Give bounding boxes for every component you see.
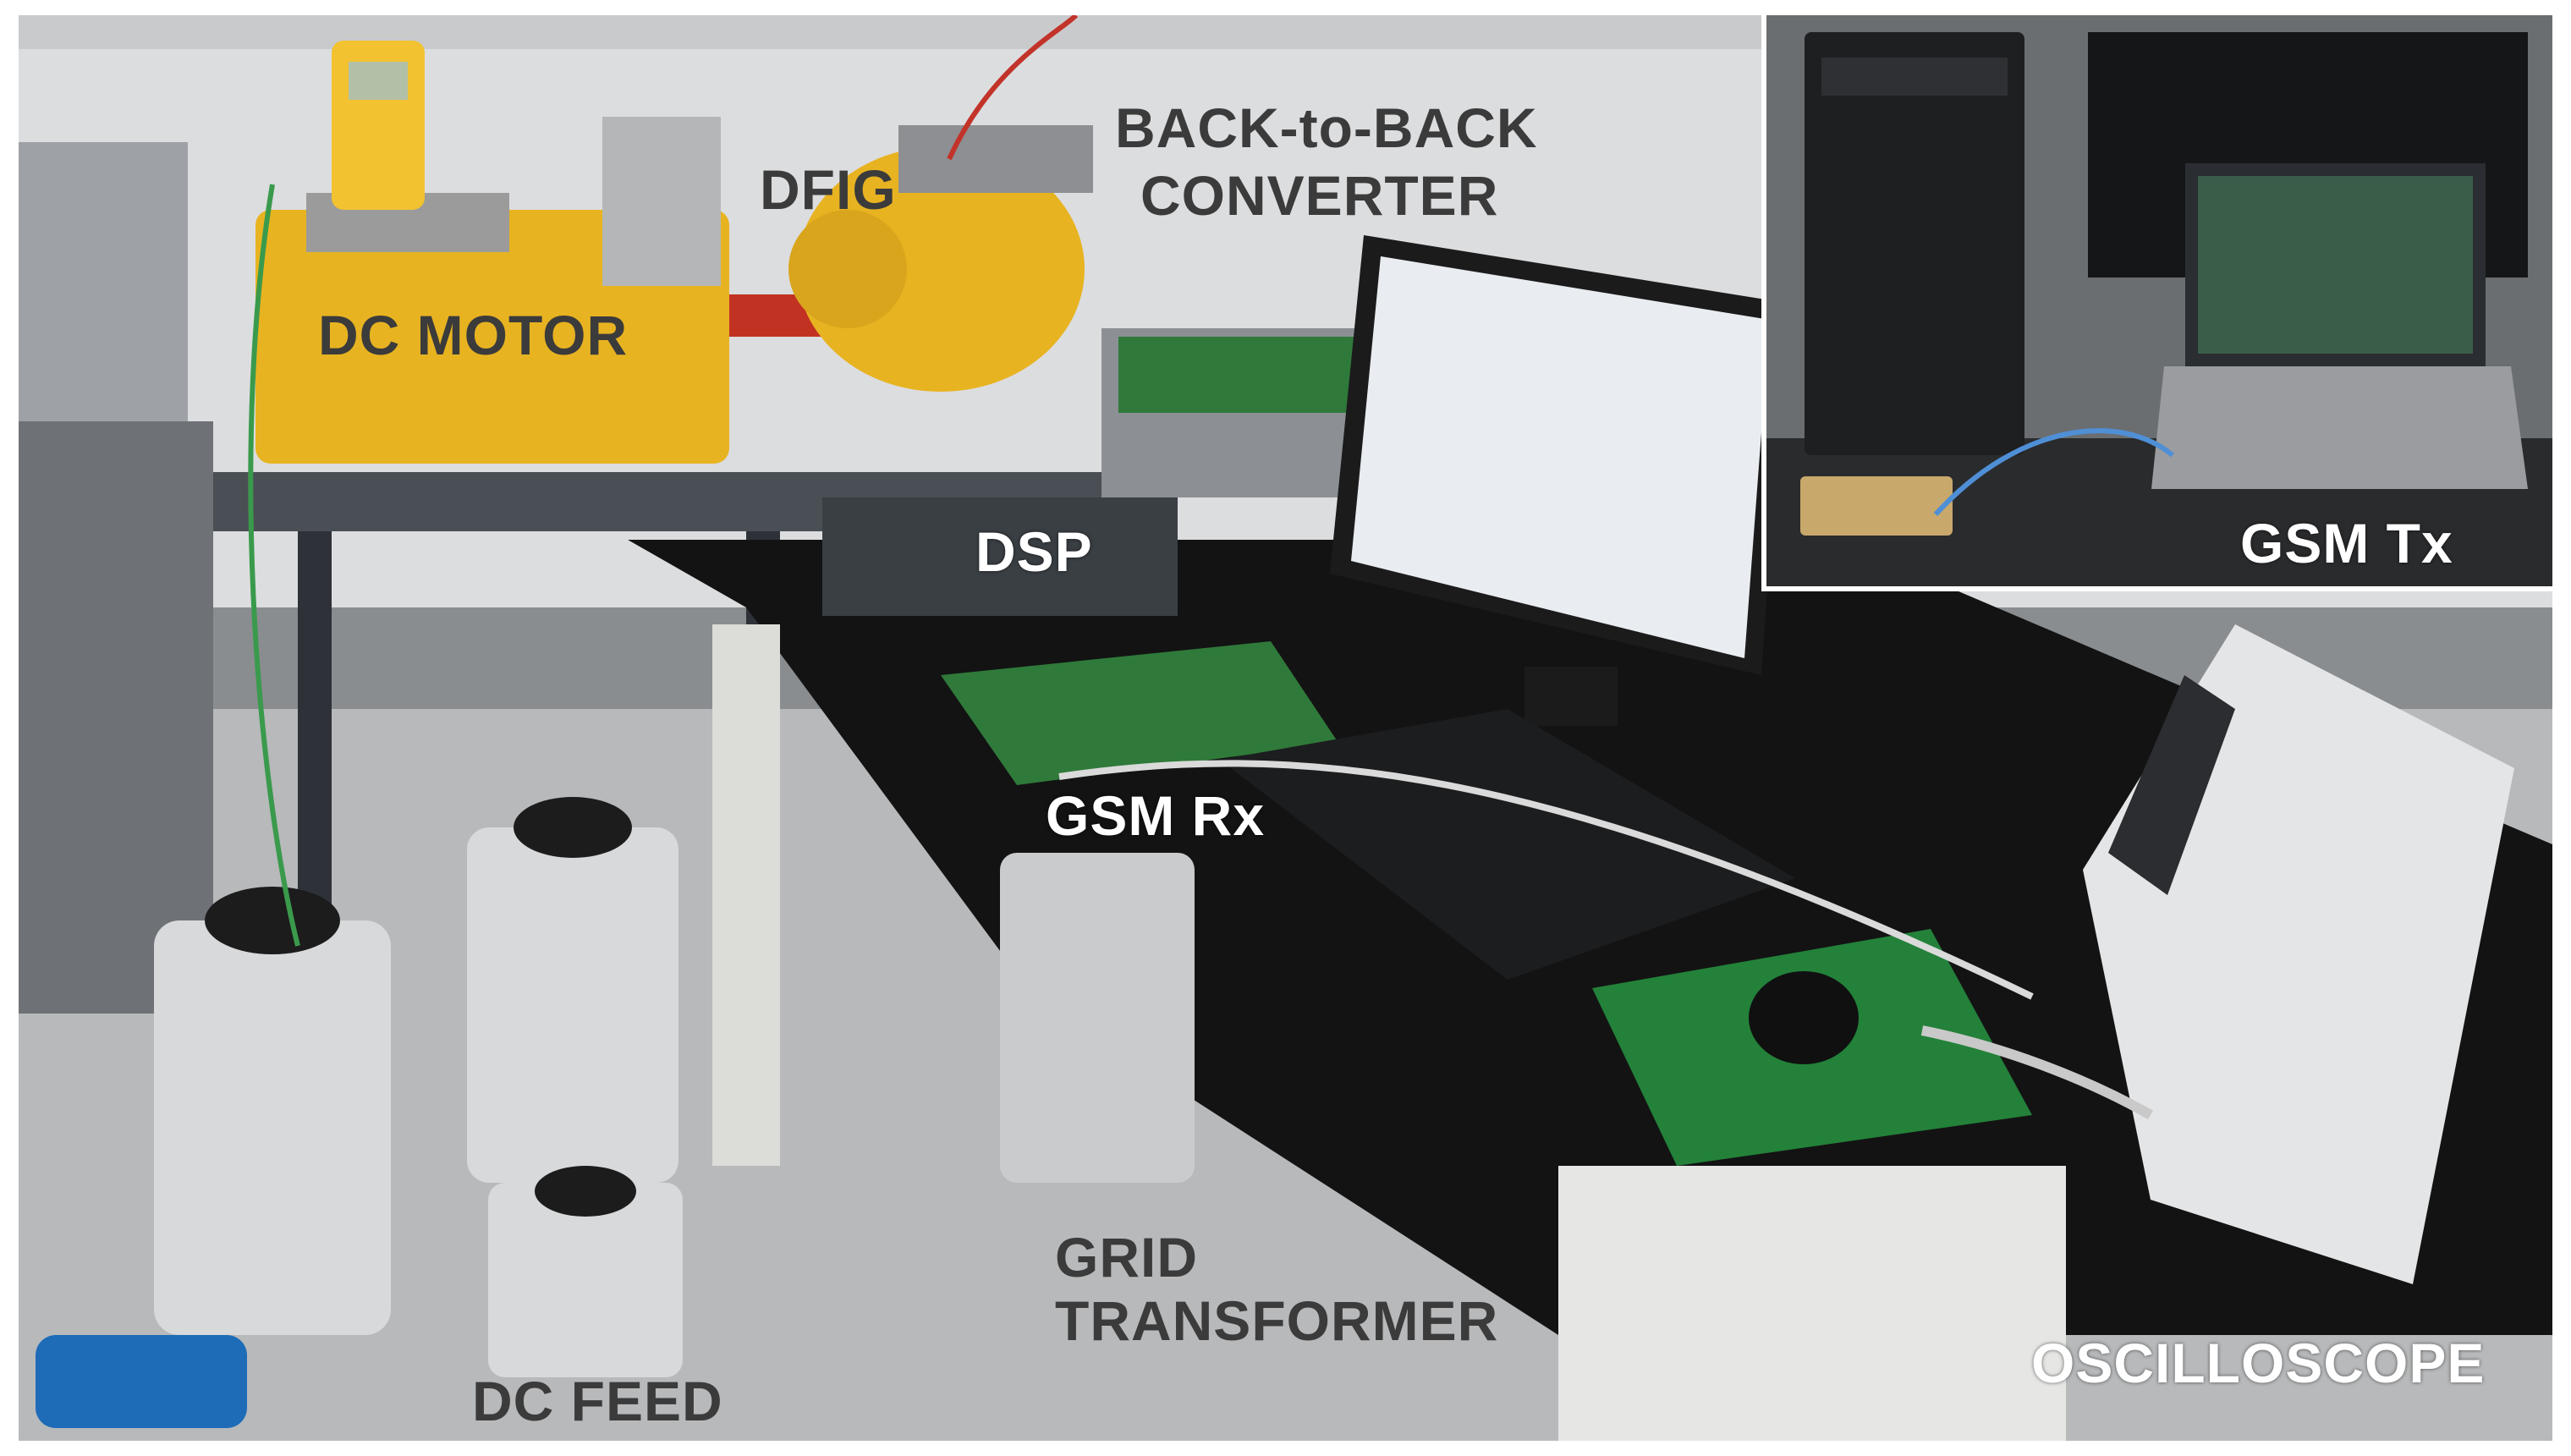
pc-tower [1805, 32, 2024, 455]
label-dfig: DFIG [760, 158, 897, 221]
gsm-rx-board [941, 641, 1338, 785]
variac-left [154, 920, 391, 1335]
label-dsp: DSP [975, 520, 1093, 583]
gsm-tx-scene [1766, 15, 2552, 586]
dfig-fan-cover [788, 210, 907, 328]
variac-middle-knob [514, 797, 632, 858]
variac-left-knob [205, 887, 340, 954]
label-grid-line2: TRANSFORMER [1055, 1289, 1499, 1352]
dfig-terminal-box [898, 125, 1093, 193]
label-grid-line1: GRID [1055, 1226, 1198, 1288]
bench-drawer [1558, 1166, 2066, 1441]
cable-red [947, 15, 1079, 161]
dsp-board [822, 497, 1178, 616]
bench-leg-white [712, 624, 780, 1166]
gsm-tx-inset-photo [1761, 15, 2552, 591]
dc-feed-variac [488, 1183, 683, 1377]
laptop-base [2151, 366, 2528, 489]
floor-multimeter [36, 1335, 247, 1428]
gsm-tx-module [1800, 476, 1953, 536]
label-gsm-rx: GSM Rx [1046, 784, 1266, 847]
dc-feed-knob [535, 1166, 636, 1217]
label-converter-line2: CONVERTER [1140, 164, 1499, 227]
multimeter-screen [349, 62, 408, 100]
left-cabinet [19, 421, 213, 1014]
pc-drive-bay [1821, 58, 2008, 96]
converter-board [1118, 337, 1355, 413]
grid-transformer-unit [1000, 853, 1195, 1183]
label-gsm-tx: GSM Tx [2240, 512, 2453, 574]
probe-cable [1920, 1025, 2153, 1120]
laptop-display [2198, 176, 2473, 354]
monitor-stand [1524, 667, 1618, 726]
keyboard [1220, 709, 1795, 980]
lab-setup-photo [19, 15, 2552, 1441]
cable-green [248, 184, 300, 947]
usb-cable [1933, 428, 2174, 517]
label-oscilloscope: OSCILLOSCOPE [2031, 1332, 2486, 1394]
dfig-body [797, 146, 1085, 392]
label-dc-motor: DC MOTOR [318, 304, 629, 366]
oscilloscope-screen [2108, 675, 2235, 895]
mouse [1749, 971, 1859, 1064]
variac-middle [467, 827, 678, 1183]
label-dc-feed: DC FEED [472, 1370, 723, 1432]
power-supply [602, 117, 721, 286]
label-converter-line1: BACK-to-BACK [1115, 96, 1538, 159]
monitor-screen [1351, 256, 1770, 658]
cable-grey [1058, 760, 2034, 1000]
left-rack [19, 142, 188, 421]
